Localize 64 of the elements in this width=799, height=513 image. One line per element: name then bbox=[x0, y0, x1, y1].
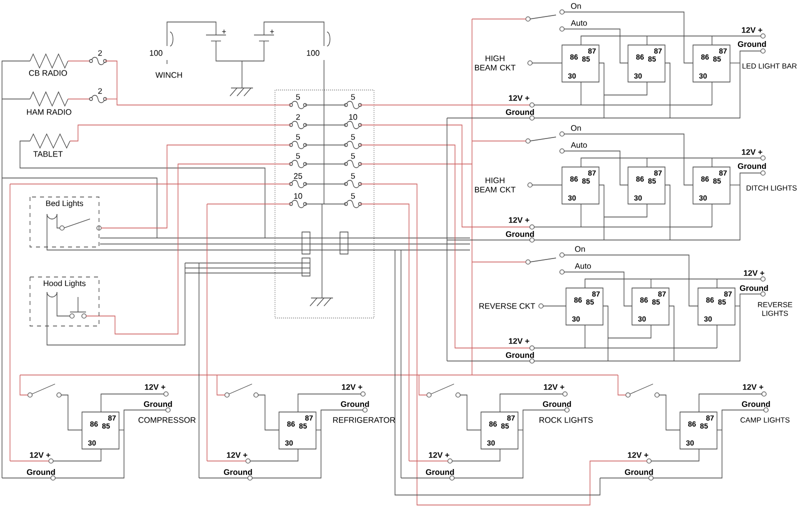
fuse-rating: 2 bbox=[98, 50, 102, 56]
circuit-label: HIGH BEAM CKT bbox=[474, 178, 516, 192]
circuit-label: HIGH BEAM CKT bbox=[474, 56, 516, 70]
terminal-label: Ground bbox=[624, 469, 653, 475]
fuse-rating: 5 bbox=[351, 193, 355, 199]
terminal-label: 12V + bbox=[508, 217, 530, 223]
terminal-label: 12V + bbox=[628, 452, 648, 458]
fuse-rating: 5 bbox=[351, 153, 355, 159]
fuse-rating: 2 bbox=[98, 88, 102, 94]
fuse-rating: 100 bbox=[306, 50, 320, 56]
terminal-label: Ground bbox=[506, 109, 534, 115]
device-label: WINCH bbox=[156, 72, 182, 78]
device-label: CB RADIO bbox=[29, 70, 67, 76]
fuse-rating: 5 bbox=[351, 134, 355, 140]
device-label: REFRIGERATOR bbox=[333, 417, 396, 423]
terminal-label: 12V + bbox=[144, 384, 166, 390]
fuse-rating: 10 bbox=[349, 114, 358, 120]
polarity-sign: + bbox=[270, 30, 274, 34]
fuse-rating: 5 bbox=[351, 173, 355, 179]
terminal-label: Ground bbox=[738, 163, 766, 169]
terminal-label: 12V + bbox=[742, 149, 762, 155]
terminal-label: Ground bbox=[738, 41, 766, 47]
terminal-label: 12V + bbox=[544, 384, 564, 390]
switch-label: On bbox=[575, 246, 585, 252]
terminal-label: Ground bbox=[506, 231, 534, 237]
group-title: Bed Lights bbox=[46, 200, 84, 208]
device-label: TABLET bbox=[33, 151, 63, 157]
fuse-rating: 5 bbox=[296, 153, 300, 159]
terminal-label: 12V + bbox=[742, 27, 762, 33]
terminal-label: Ground bbox=[340, 401, 369, 407]
terminal-label: Ground bbox=[542, 401, 571, 407]
terminal-label: Ground bbox=[426, 469, 454, 475]
circuit-label: REVERSE CKT bbox=[479, 303, 536, 309]
terminal-label: 12V + bbox=[508, 95, 530, 101]
fuse-rating: 2 bbox=[296, 114, 300, 120]
terminal-label: Ground bbox=[144, 401, 172, 407]
device-label: COMPRESSOR bbox=[138, 417, 196, 423]
fuse-rating: 10 bbox=[294, 193, 302, 199]
fuse-rating: 5 bbox=[351, 94, 355, 100]
switch-label: Auto bbox=[570, 20, 587, 26]
fuse-rating: 5 bbox=[296, 134, 300, 140]
device-label: ROCK LIGHTS bbox=[540, 417, 593, 423]
fuse-rating: 100 bbox=[150, 50, 162, 56]
switch-label: Auto bbox=[570, 142, 587, 148]
terminal-label: 12V + bbox=[744, 270, 764, 276]
polarity-sign: + bbox=[222, 30, 226, 34]
terminal-label: 12V + bbox=[226, 452, 248, 458]
terminal-label: Ground bbox=[742, 401, 770, 407]
device-label: HAM RADIO bbox=[27, 109, 72, 115]
fuse-rating: 5 bbox=[296, 94, 300, 100]
terminal-label: 12V + bbox=[30, 452, 50, 458]
group-title: Hood Lights bbox=[44, 280, 86, 288]
terminal-label: Ground bbox=[506, 352, 534, 358]
terminal-label: 12V + bbox=[508, 338, 530, 344]
terminal-label: 12V + bbox=[342, 384, 362, 390]
fuse-rating: 25 bbox=[294, 173, 302, 179]
terminal-label: Ground bbox=[224, 469, 252, 475]
terminal-label: Ground bbox=[740, 285, 768, 291]
switch-label: On bbox=[571, 125, 581, 131]
terminal-label: Ground bbox=[26, 469, 55, 475]
terminal-label: 12V + bbox=[742, 384, 764, 390]
switch-label: On bbox=[571, 3, 581, 9]
terminal-label: 12V + bbox=[428, 452, 450, 458]
switch-label: Auto bbox=[574, 263, 591, 269]
